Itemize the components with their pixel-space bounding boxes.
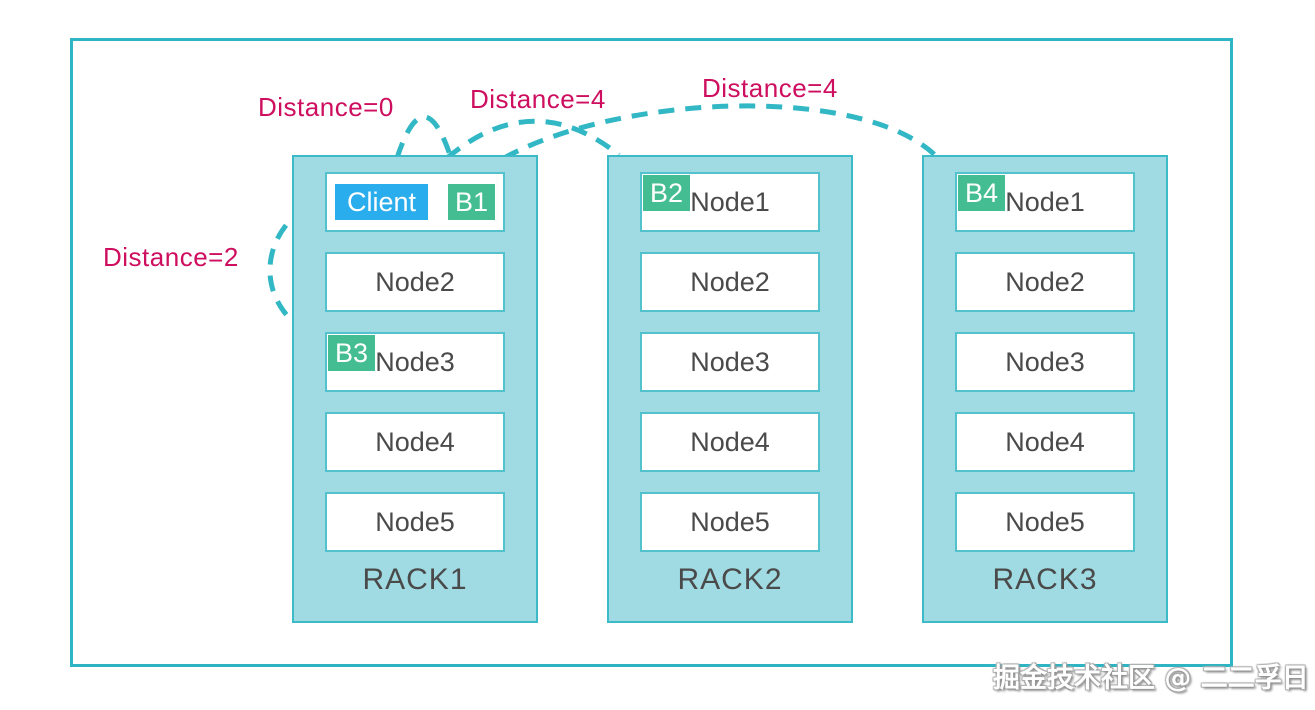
watermark: 掘金技术社区 @ 二二孚日 [993,663,1309,694]
client-badge: Client [334,183,428,221]
rack2-node3: Node3 [640,332,820,392]
node-label: Node3 [375,346,455,377]
rack2-node4: Node4 [640,412,820,472]
rack3-node5: Node5 [955,492,1135,552]
block-b3-badge: B3 [328,335,376,372]
rack3-node1: B4 Node1 [955,172,1135,232]
rack-1: Client B1 Node2 B3 Node3 Node4 Node5 RAC… [292,155,538,623]
rack1-node2: Node2 [325,252,505,312]
rack1-node1: Client B1 [325,172,505,232]
node-label: Node5 [690,506,770,537]
rack3-label: RACK3 [992,563,1098,596]
block-b4-badge: B4 [958,175,1006,212]
rack3-node3: Node3 [955,332,1135,392]
distance-2-label: Distance=2 [103,242,239,272]
node-label: Node3 [1005,346,1085,377]
block-b1-badge: B1 [448,183,496,221]
node-label: Node2 [690,266,770,297]
node-label: Node1 [690,186,770,217]
rack-2: B2 Node1 Node2 Node3 Node4 Node5 RACK2 [607,155,853,623]
distance-4-rack2-label: Distance=4 [470,84,606,114]
node-label: Node4 [375,426,455,457]
rack2-node2: Node2 [640,252,820,312]
distance-0-label: Distance=0 [258,92,394,122]
rack3-node4: Node4 [955,412,1135,472]
distance-4-rack3-label: Distance=4 [702,73,838,103]
rack1-node3: B3 Node3 [325,332,505,392]
node-label: Node2 [375,266,455,297]
node-label: Node2 [1005,266,1085,297]
rack1-node4: Node4 [325,412,505,472]
distance-0-curve [394,114,454,159]
rack1-node5: Node5 [325,492,505,552]
node-label: Node4 [1005,426,1085,457]
rack-3: B4 Node1 Node2 Node3 Node4 Node5 RACK3 [922,155,1168,623]
distance-4-rack2-curve [445,118,621,160]
node-label: Node4 [690,426,770,457]
node-label: Node3 [690,346,770,377]
node-label: Node1 [1005,186,1085,217]
rack2-node5: Node5 [640,492,820,552]
distance-4-rack3-curve [502,103,938,161]
rack1-label: RACK1 [362,563,468,596]
node-label: Node5 [375,506,455,537]
client-b1-group: Client B1 [334,183,496,221]
block-b2-badge: B2 [643,175,691,212]
rack2-label: RACK2 [677,563,783,596]
rack3-node2: Node2 [955,252,1135,312]
rack2-node1: B2 Node1 [640,172,820,232]
node-label: Node5 [1005,506,1085,537]
diagram-border [70,38,1233,667]
